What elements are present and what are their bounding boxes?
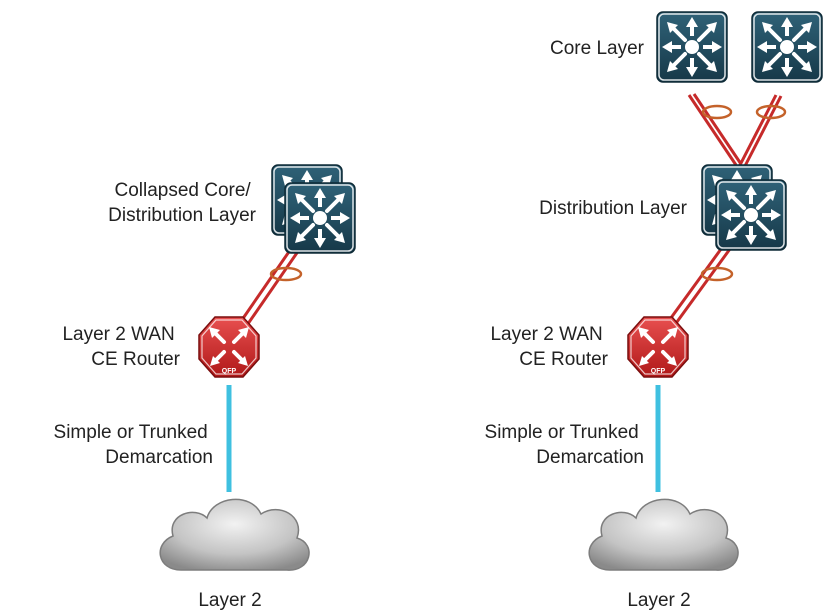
core-switch-1-icon <box>655 10 729 84</box>
right-topology: QFP Core Layer Distribution Layer Layer … <box>485 10 824 611</box>
left-etherchannel-ring <box>269 266 303 282</box>
right-router-label-line2: CE Router <box>519 349 608 370</box>
right-router-label-line1: Layer 2 WAN <box>490 324 602 345</box>
left-demarc-label-line2: Demarcation <box>105 447 213 468</box>
right-router-label: Layer 2 WAN CE Router <box>490 324 608 370</box>
left-demarc-label: Simple or Trunked Demarcation <box>54 422 213 468</box>
left-cloud-icon <box>159 498 310 571</box>
right-demarc-label-line1: Simple or Trunked <box>485 422 639 443</box>
left-switch-label-line1: Collapsed Core/ <box>114 180 251 201</box>
left-router-label-line2: CE Router <box>91 349 180 370</box>
right-router-badge: QFP <box>651 368 666 375</box>
core1-etherchannel-ring <box>701 104 733 120</box>
left-router-label-line1: Layer 2 WAN <box>62 324 174 345</box>
right-demarc-label-line2: Demarcation <box>536 447 644 468</box>
left-demarc-label-line1: Simple or Trunked <box>54 422 208 443</box>
right-demarc-label: Simple or Trunked Demarcation <box>485 422 644 468</box>
left-cloud-label: Layer 2 <box>198 590 261 611</box>
right-etherchannel-ring <box>700 266 734 282</box>
core2-to-dist-line-b <box>743 95 783 167</box>
right-cloud-label: Layer 2 <box>627 590 690 611</box>
left-router-label: Layer 2 WAN CE Router <box>62 324 180 370</box>
dist-switch-front-icon <box>714 178 788 252</box>
right-cloud-icon <box>588 498 739 571</box>
core1-to-dist-line-b <box>692 93 743 165</box>
core2-etherchannel-ring <box>755 104 787 120</box>
left-topology: QFP Collapsed Core/ Distribution Layer L… <box>54 163 357 611</box>
core-layer-label: Core Layer <box>550 38 645 59</box>
core1-to-dist-line-a <box>687 94 738 166</box>
left-switch-front-icon <box>283 181 357 255</box>
left-switch-label-line2: Distribution Layer <box>108 205 257 226</box>
core-switch-2-icon <box>750 10 824 84</box>
left-switch-label: Collapsed Core/ Distribution Layer <box>108 180 257 226</box>
left-router-badge: QFP <box>222 368 237 375</box>
distribution-layer-label: Distribution Layer <box>539 198 688 219</box>
